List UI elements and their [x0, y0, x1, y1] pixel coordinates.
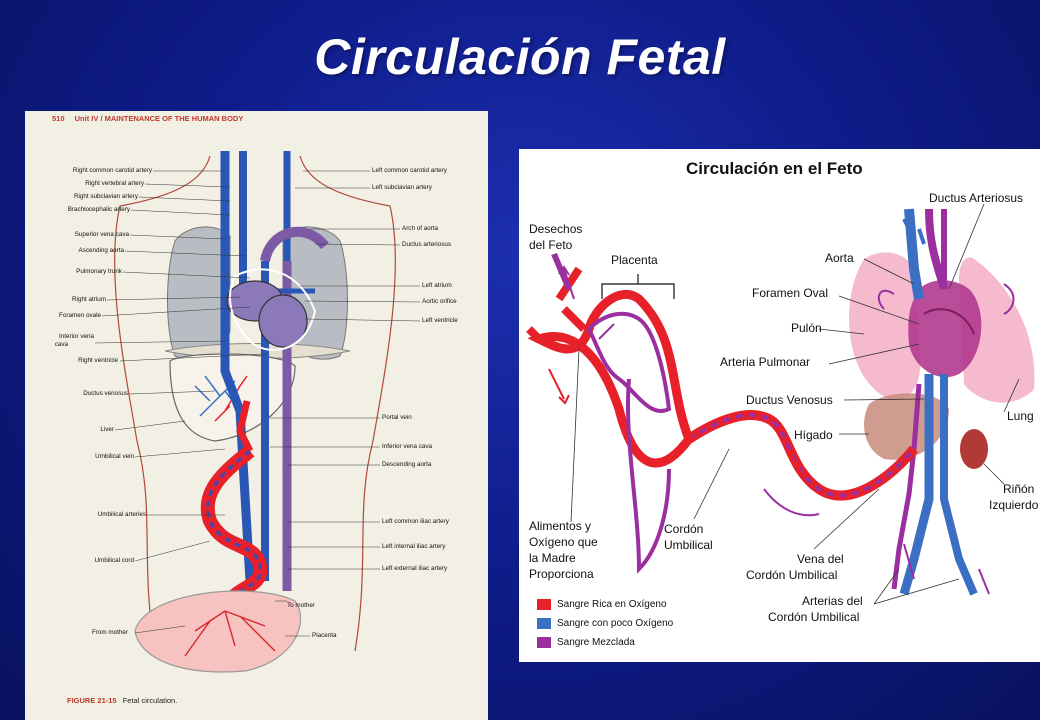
label-left-common-carotid: Left common carotid artery	[372, 167, 447, 174]
book-page-header: 510 Unit IV / MAINTENANCE OF THE HUMAN B…	[52, 114, 243, 123]
label-cordon-line1: Cordón	[664, 522, 704, 536]
label-superior-vena-cava: Superior vena cava	[74, 231, 129, 238]
label-from-mother: From mother	[91, 629, 128, 636]
label-right-vertebral: Right vertebral artery	[85, 180, 144, 187]
label-descending-aorta: Descending aorta	[382, 461, 432, 468]
figure-caption-label: FIGURE 21-15	[67, 696, 117, 705]
legend-item-mixed: Sangre Mezclada	[537, 633, 673, 652]
label-arterias-line1: Arterias del	[802, 594, 863, 608]
label-arterias-line2: Cordón Umbilical	[768, 610, 860, 624]
label-higado: Hígado	[794, 428, 833, 442]
label-ductus-venosus: Ductus venosus	[83, 390, 128, 397]
label-alimentos-line2: Oxígeno que	[529, 535, 598, 549]
legend-item-oxygen-poor: Sangre con poco Oxígeno	[537, 614, 673, 633]
label-left-internal-iliac: Left internal iliac artery	[382, 543, 446, 550]
book-header-text: Unit IV / MAINTENANCE OF THE HUMAN BODY	[74, 114, 244, 123]
label-ductus-arteriosus: Ductus arteriosus	[402, 241, 451, 248]
textbook-circulation-illustration	[94, 151, 421, 673]
label-desechos-line1: Desechos	[529, 222, 583, 236]
label-rinon-line2: Izquierdo	[989, 498, 1039, 512]
label-left-subclavian: Left subclavian artery	[372, 184, 432, 191]
label-aorta: Aorta	[825, 251, 854, 265]
fetal-circulation-diagram-panel: Circulación en el Feto Desechos del Feto…	[519, 149, 1040, 662]
label-cordon-line2: Umbilical	[664, 538, 713, 552]
label-portal-vein: Portal vein	[382, 414, 412, 421]
fetal-circulation-illustration	[526, 203, 1035, 605]
label-right-common-carotid: Right common carotid artery	[72, 167, 152, 174]
label-vena-line2: Cordón Umbilical	[746, 568, 838, 582]
label-right-ventricle: Right ventricle	[78, 357, 118, 364]
label-desechos-line2: del Feto	[529, 238, 573, 252]
diagram-title: Circulación en el Feto	[686, 159, 863, 178]
legend-swatch-blue	[537, 618, 551, 629]
label-cava: cava	[54, 341, 68, 348]
label-ductus-venosus: Ductus Venosus	[746, 393, 833, 407]
label-placenta: Placenta	[312, 632, 337, 639]
label-arch-of-aorta: Arch of aorta	[402, 225, 439, 232]
label-placenta: Placenta	[611, 253, 658, 267]
legend-label: Sangre Mezclada	[557, 637, 635, 648]
label-vena-line1: Vena del	[797, 552, 844, 566]
legend: Sangre Rica en Oxígeno Sangre con poco O…	[537, 595, 673, 652]
textbook-figure-panel: 510 Unit IV / MAINTENANCE OF THE HUMAN B…	[25, 111, 488, 720]
label-left-ventricle: Left ventricle	[422, 317, 458, 324]
legend-item-oxygen-rich: Sangre Rica en Oxígeno	[537, 595, 673, 614]
label-alimentos-line1: Alimentos y	[529, 519, 592, 533]
label-aortic-orifice: Aortic orifice	[422, 298, 457, 305]
label-umbilical-vein: Umbilical vein	[95, 453, 134, 460]
figure-caption: FIGURE 21-15 Fetal circulation.	[67, 696, 177, 705]
label-inferior-vena-cava: Inferior vena cava	[382, 443, 433, 450]
label-to-mother: To mother	[287, 602, 315, 609]
legend-swatch-red	[537, 599, 551, 610]
label-rinon-line1: Riñón	[1003, 482, 1035, 496]
label-alimentos-line3: la Madre	[529, 551, 576, 565]
slide-title: Circulación Fetal	[314, 29, 726, 85]
figure-caption-text: Fetal circulation.	[122, 696, 178, 705]
label-foramen-oval: Foramen Oval	[752, 286, 829, 300]
label-alimentos-line4: Proporciona	[529, 567, 594, 581]
legend-label: Sangre con poco Oxígeno	[557, 618, 674, 629]
label-brachiocephalic: Brachiocephalic artery	[67, 206, 130, 213]
label-umbilical-cord: Umbilical cord	[94, 557, 134, 564]
label-right-subclavian: Right subclavian artery	[73, 193, 138, 200]
label-liver: Liver	[100, 426, 114, 433]
label-ascending-aorta: Ascending aorta	[78, 247, 124, 254]
book-page-number: 510	[52, 114, 65, 123]
label-left-atrium: Left atrium	[422, 282, 452, 289]
label-left-external-iliac: Left external iliac artery	[382, 565, 448, 572]
label-interior-vena: Interior vena	[58, 333, 94, 340]
label-foramen-ovale: Foramen ovale	[59, 312, 101, 319]
label-pulon: Pulón	[791, 321, 822, 335]
label-right-atrium: Right atrium	[72, 296, 106, 303]
label-left-common-iliac: Left common iliac artery	[382, 518, 449, 525]
label-ductus-arteriosus: Ductus Arteriosus	[929, 191, 1024, 205]
label-lung: Lung	[1007, 409, 1034, 423]
legend-swatch-purple	[537, 637, 551, 648]
label-pulmonary-trunk: Pulmonary trunk	[76, 268, 122, 275]
label-umbilical-arteries: Umbilical arteries	[97, 511, 146, 518]
legend-label: Sangre Rica en Oxígeno	[557, 599, 667, 610]
label-arteria-pulmonar: Arteria Pulmonar	[720, 355, 811, 369]
